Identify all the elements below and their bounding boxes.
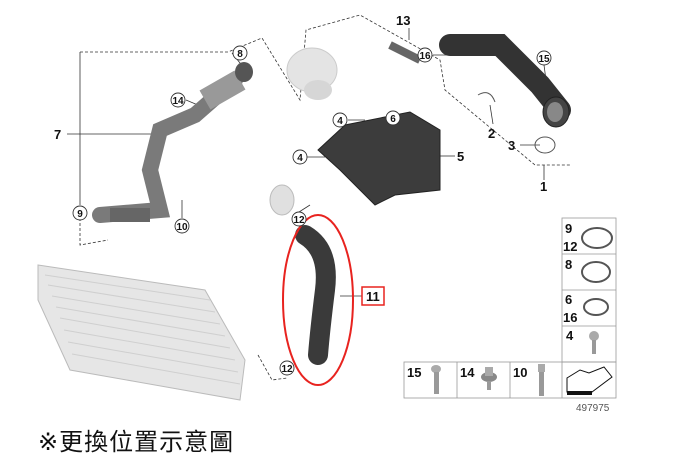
callout-5: 5 [457, 149, 464, 164]
callout-16: 16 [419, 51, 431, 62]
caption: ※更換位置示意圖 [38, 428, 235, 456]
bolt-4-icon [589, 331, 599, 354]
callout-11: 11 [366, 289, 380, 304]
callout-12-top: 12 [293, 215, 305, 226]
callout-6: 6 [390, 114, 396, 125]
legend-label-9: 9 [565, 221, 572, 236]
o-ring-medium-icon [581, 261, 611, 283]
callout-4-left: 4 [297, 153, 303, 164]
pipe-end [235, 62, 253, 82]
ring-3 [534, 136, 556, 154]
legend-label-15: 15 [407, 365, 421, 380]
valve [269, 184, 295, 216]
bolt-10-icon [538, 364, 545, 396]
callout-8: 8 [237, 49, 243, 60]
callout-3: 3 [508, 138, 515, 153]
legend-label-16: 16 [563, 310, 577, 325]
resonator [199, 70, 246, 110]
legend-label-8: 8 [565, 257, 572, 272]
callout-14: 14 [172, 96, 184, 107]
cover-5 [317, 111, 441, 206]
legend-label-14: 14 [460, 365, 475, 380]
o-ring-large-icon [581, 227, 613, 249]
callout-9: 9 [77, 209, 83, 220]
callout-15: 15 [538, 54, 550, 65]
sensor-13 [388, 41, 422, 64]
part-number: 497975 [576, 403, 610, 414]
leader-lines [79, 14, 570, 381]
callout-10: 10 [176, 222, 188, 233]
legend-label-12: 12 [563, 239, 577, 254]
clip-2 [477, 92, 496, 103]
hose-11 [295, 225, 336, 365]
intercooler [37, 264, 246, 401]
callout-4-top: 4 [337, 116, 343, 127]
o-ring-small-icon [583, 298, 609, 316]
intake-pipe-1 [439, 34, 571, 128]
bolt-15-icon [431, 365, 441, 394]
callout-11-box [361, 286, 385, 306]
callout-7: 7 [54, 127, 61, 142]
turbocharger [286, 47, 338, 100]
legend-label-6: 6 [565, 292, 572, 307]
legend-label-10: 10 [513, 365, 527, 380]
bolt-14-icon [481, 367, 497, 390]
legend-grid [403, 217, 617, 399]
callout-2: 2 [488, 126, 495, 141]
callout-12-bottom: 12 [281, 364, 293, 375]
legend-label-4: 4 [566, 328, 574, 343]
highlight-ellipse [282, 214, 354, 386]
callout-13: 13 [396, 13, 410, 28]
callout-1: 1 [540, 179, 547, 194]
direction-arrow-icon [566, 366, 613, 395]
